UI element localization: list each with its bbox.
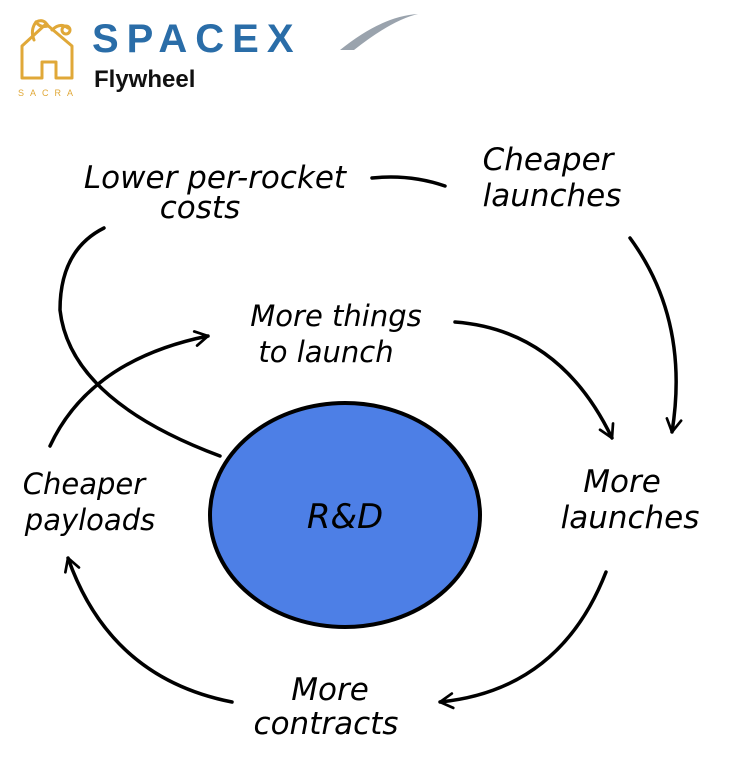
node-more-launches-line2: launches: [561, 500, 700, 536]
node-more-things-line1: More things: [250, 299, 421, 333]
header: SACRA SPACEX Flywheel: [0, 0, 739, 110]
sacra-wordmark: SACRA: [18, 88, 80, 98]
spacex-swoosh: [340, 14, 418, 50]
node-cheaper-launches-line1: Cheaper: [483, 142, 616, 178]
node-more-contracts-line2: contracts: [254, 706, 399, 742]
sacra-house-icon: [20, 19, 74, 80]
node-cheaper-payloads-line1: Cheaper: [23, 467, 147, 501]
rd-circle: [208, 401, 482, 629]
rd-label: R&D: [307, 497, 383, 537]
flywheel-diagram: R&D Lower per-rocket costs Cheaper launc…: [23, 142, 700, 742]
edge-cheaper-payloads-to-more-things: [48, 330, 210, 448]
spacex-logo-text: SPACEX: [92, 17, 302, 60]
node-lower-costs-line2: costs: [160, 190, 240, 226]
page-subtitle: Flywheel: [94, 66, 196, 93]
node-lower-costs-line1: Lower per-rocket: [84, 160, 348, 196]
edge-cheaper-launches-to-more-launches: [628, 236, 683, 434]
node-cheaper-payloads-line2: payloads: [24, 503, 155, 537]
node-more-launches-line1: More: [583, 464, 661, 500]
node-more-things-line2: to launch: [258, 335, 393, 369]
edge-lower-costs-to-cheaper-launches: [370, 175, 447, 188]
edge-rd-to-lower-costs: [58, 226, 222, 458]
edge-more-things-to-more-launches: [453, 320, 615, 440]
spacex-logo: SPACEX: [92, 14, 418, 60]
node-more-contracts-line1: More: [291, 672, 369, 708]
node-cheaper-launches-line2: launches: [483, 178, 622, 214]
edge-more-contracts-to-cheaper-payloads: [64, 556, 234, 704]
edge-more-launches-to-more-contracts: [438, 570, 608, 710]
